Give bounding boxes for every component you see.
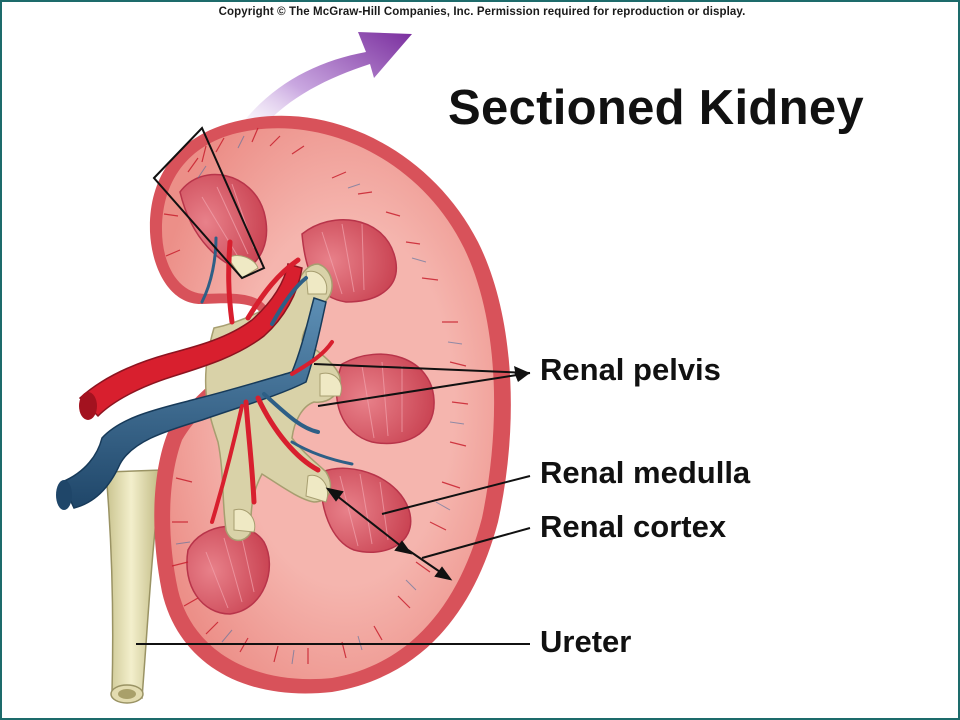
leader-pelvis-2 [317, 372, 531, 407]
interlobar-vessels [200, 236, 354, 524]
renal-vein [60, 297, 327, 509]
medulla-thickness-arrow [325, 487, 413, 555]
page-title: Sectioned Kidney [448, 81, 864, 135]
label-ureter: Ureter [540, 624, 632, 659]
label-renal-cortex: Renal cortex [540, 509, 727, 544]
cortex-thickness-arrow [407, 549, 453, 581]
renal-artery [78, 263, 303, 418]
cortical-vessel-network [163, 127, 469, 664]
ureter [105, 469, 163, 699]
leader-medulla [381, 475, 531, 515]
label-renal-medulla: Renal medulla [540, 455, 751, 490]
label-renal-pelvis: Renal pelvis [540, 352, 721, 387]
copyright-notice: Copyright © The McGraw-Hill Companies, I… [218, 6, 746, 18]
leader-pelvis-1 [313, 363, 531, 374]
vein-opening [56, 480, 72, 510]
leader-cortex [421, 527, 531, 559]
artery-opening [79, 392, 97, 420]
lobe-wedge-outline [152, 126, 266, 280]
zoom-arrow [230, 32, 412, 148]
